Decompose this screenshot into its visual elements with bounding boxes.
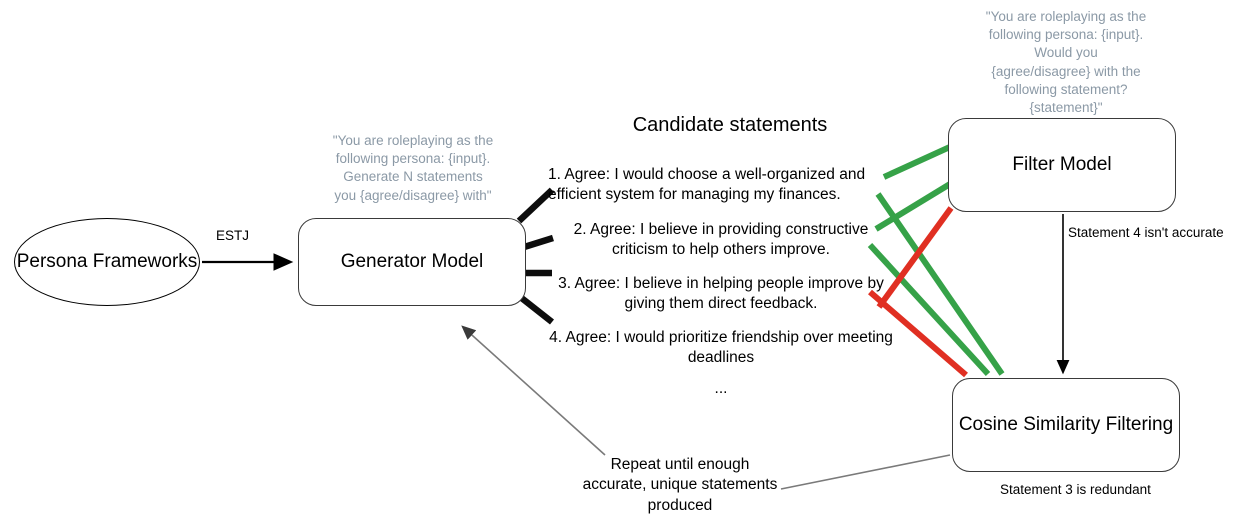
- node-persona-frameworks-label: Persona Frameworks: [16, 250, 198, 272]
- list-item: 2. Agree: I believe in providing constru…: [573, 220, 869, 259]
- edge-statement-1-to-filter: [882, 143, 954, 180]
- generator-prompt-text: "You are roleplaying as the following pe…: [332, 133, 494, 203]
- edge-label-statement-4-not-accurate: Statement 4 isn't accurate: [1068, 225, 1224, 240]
- caption-statement-3-redundant: Statement 3 is redundant: [1000, 482, 1151, 497]
- list-item: 3. Agree: I believe in helping people im…: [558, 274, 884, 313]
- candidate-statements-list: 1. Agree: I would choose a well-organize…: [548, 165, 894, 412]
- node-cosine-similarity-filtering[interactable]: Cosine Similarity Filtering: [952, 378, 1180, 472]
- node-persona-frameworks[interactable]: Persona Frameworks: [14, 218, 200, 306]
- edge-filter-accept-1-to-cosine: [875, 192, 1005, 376]
- node-filter-model-label: Filter Model: [1012, 153, 1112, 175]
- node-generator-model[interactable]: Generator Model: [298, 218, 526, 306]
- list-item: 4. Agree: I would prioritize friendship …: [549, 328, 893, 367]
- list-item: 1. Agree: I would choose a well-organize…: [548, 166, 866, 204]
- feedback-loop-label: Repeat until enough accurate, unique sta…: [582, 456, 778, 514]
- edge-label-estj: ESTJ: [216, 228, 250, 243]
- list-item-ellipsis: ...: [714, 379, 728, 397]
- candidate-statements-heading: Candidate statements: [632, 114, 828, 136]
- filter-prompt-text: "You are roleplaying as the following pe…: [985, 9, 1147, 116]
- node-filter-model[interactable]: Filter Model: [948, 118, 1176, 212]
- node-cosine-similarity-filtering-label: Cosine Similarity Filtering: [958, 413, 1174, 435]
- node-generator-model-label: Generator Model: [340, 250, 484, 272]
- edge-cosine-to-feedback-note: [780, 454, 951, 490]
